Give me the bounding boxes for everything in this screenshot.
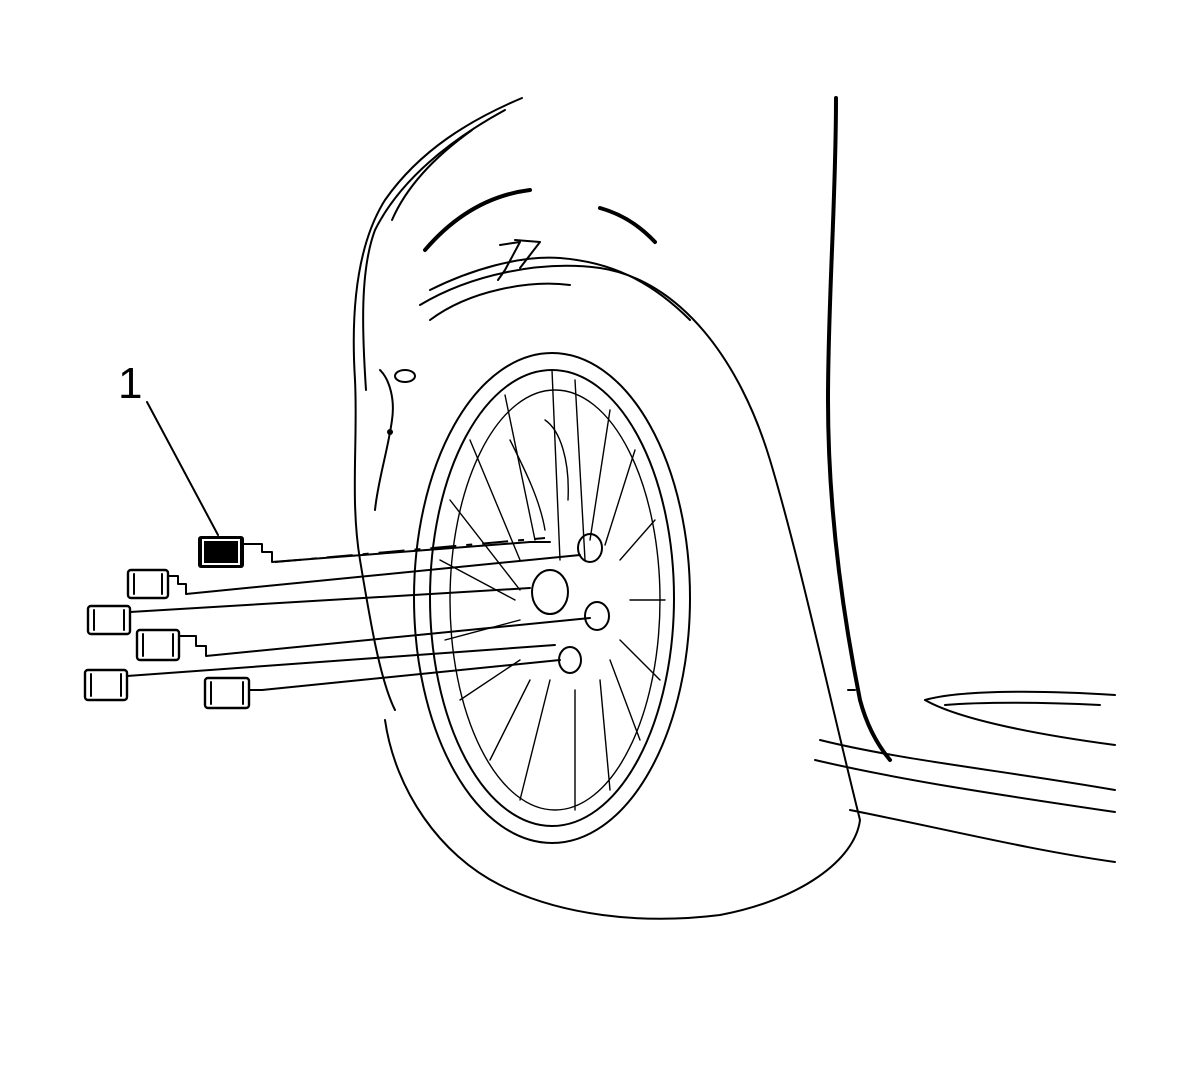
lug-nut-1	[198, 536, 551, 568]
lug-nut-4	[135, 617, 591, 662]
tire	[384, 264, 861, 920]
body-side-outline	[814, 96, 1116, 863]
lug-nut-3	[86, 587, 531, 636]
fender-outline	[352, 97, 691, 711]
wheel-rim	[413, 352, 691, 844]
callout-1: 1	[118, 359, 219, 536]
lug-nut-2	[126, 554, 581, 600]
lug-nut-6	[203, 659, 561, 710]
callout-1-label: 1	[118, 359, 142, 408]
lug-nut-5	[83, 644, 556, 702]
lug-nuts	[83, 536, 591, 710]
